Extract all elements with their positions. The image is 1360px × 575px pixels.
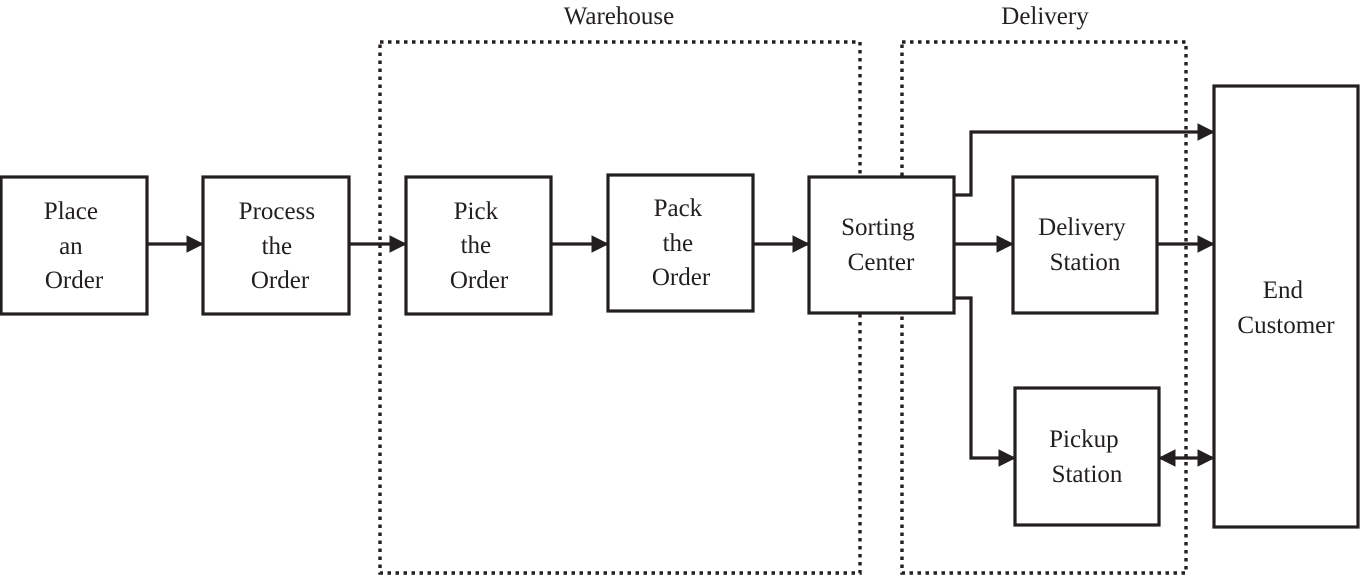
- pick-order-label: Pick the Order: [450, 198, 509, 294]
- pickup-station-box: [1013, 386, 1161, 527]
- pickup-station-label: Pickup Station: [1049, 426, 1125, 488]
- edge-sorting-to-customer: [954, 123, 1215, 197]
- node-delivery-station: Delivery Station: [1011, 175, 1159, 315]
- end-customer-box: [1212, 84, 1360, 529]
- delivery-group-label: Delivery: [1001, 3, 1089, 30]
- node-sorting-center: Sorting Center: [807, 175, 956, 315]
- pack-order-label: Pack the Order: [652, 195, 711, 291]
- delivery-station-label: Delivery Station: [1038, 214, 1132, 276]
- edge-sorting-to-pickup-station: [954, 296, 1016, 467]
- delivery-station-box: [1011, 175, 1159, 315]
- node-pack-order: Pack the Order: [606, 173, 755, 313]
- end-customer-label: End Customer: [1237, 277, 1335, 339]
- node-place-order: Place an Order: [0, 175, 149, 316]
- edges: [147, 123, 1215, 467]
- warehouse-group-label: Warehouse: [564, 3, 674, 30]
- process-order-label: Process the Order: [239, 198, 322, 294]
- node-end-customer: End Customer: [1212, 84, 1360, 529]
- pick-order-box: [404, 175, 553, 316]
- node-pickup-station: Pickup Station: [1013, 386, 1161, 527]
- process-order-box: [201, 175, 351, 316]
- delivery-group: Delivery: [900, 3, 1188, 575]
- place-order-label: Place an Order: [44, 198, 104, 294]
- pack-order-box: [606, 173, 755, 313]
- node-pick-order: Pick the Order: [404, 175, 553, 316]
- place-order-box: [0, 175, 149, 316]
- sorting-center-label: Sorting Center: [841, 214, 921, 276]
- sorting-center-box: [807, 175, 956, 315]
- node-process-order: Process the Order: [201, 175, 351, 316]
